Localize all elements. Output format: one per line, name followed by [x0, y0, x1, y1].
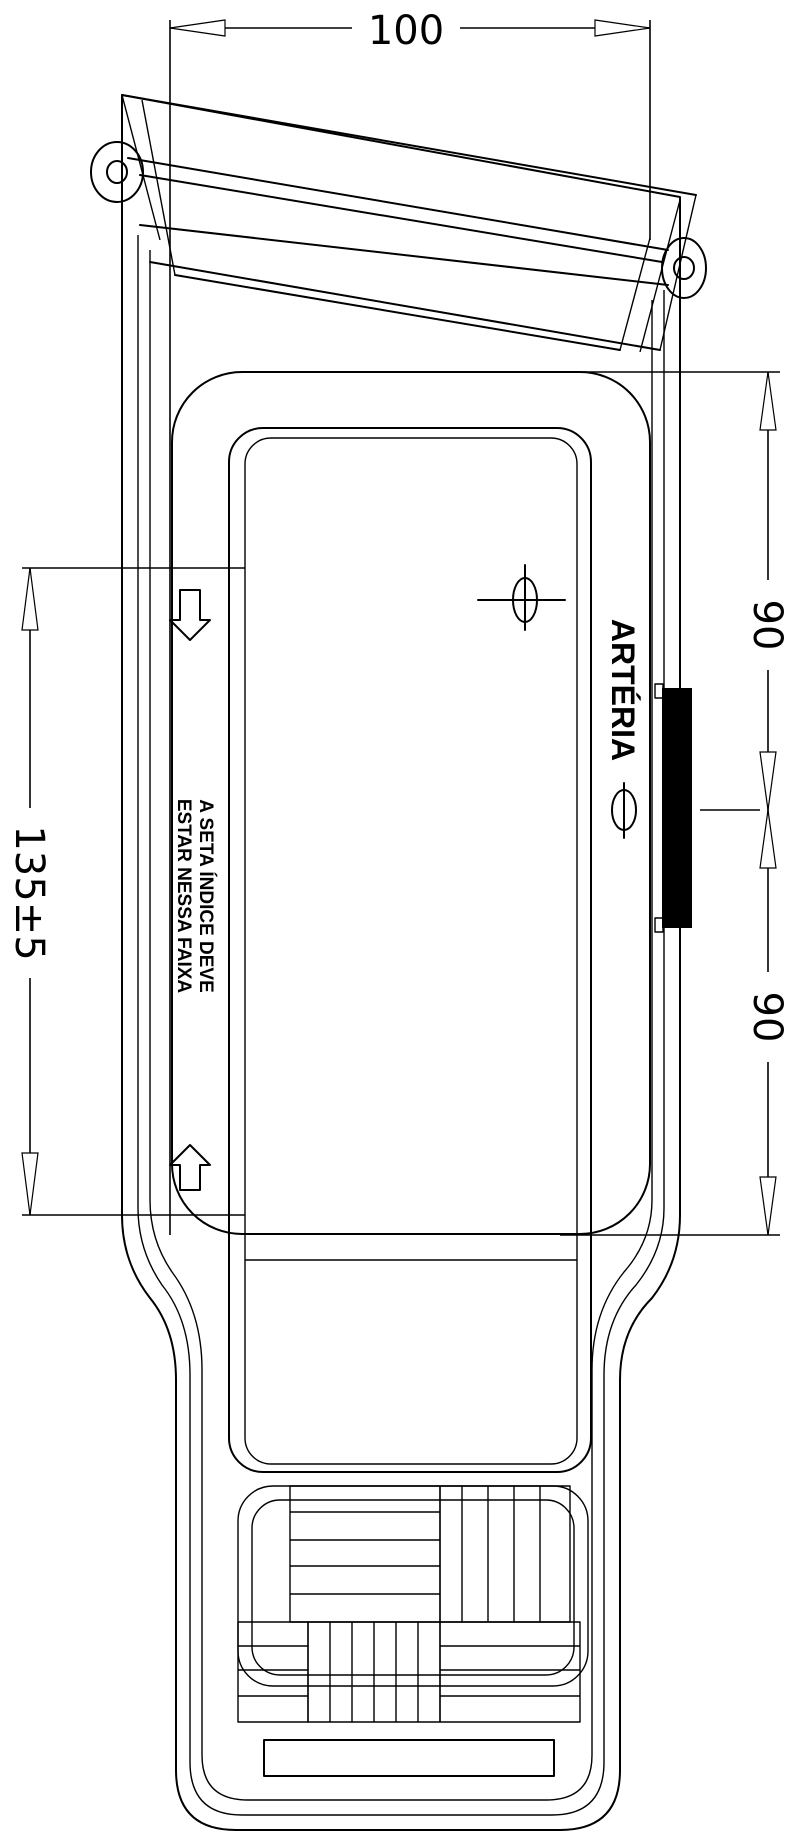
strap-line-3: [139, 174, 663, 263]
dimension-width-100: 100: [169, 8, 651, 1235]
inner-body-contour-2: [149, 250, 653, 1801]
artery-phi-symbol-icon: [611, 782, 637, 839]
strap-line-5: [149, 261, 661, 351]
artery-band-tab-bottom: [654, 917, 664, 933]
index-note-line-2: ESTAR NESSA FAIXA: [173, 799, 194, 994]
upper-90-dimension-value: 90: [744, 600, 790, 651]
connector-vertical-bars-lower: [307, 1621, 441, 1723]
strap-line-6: [174, 274, 621, 351]
right-strap-eyelet-inner: [673, 256, 695, 280]
arrowhead-right-icon: [594, 19, 651, 37]
artery-label: ARTÉRIA: [605, 619, 641, 761]
arrowhead-right-top-icon: [759, 371, 777, 431]
outer-body-contour: [121, 94, 681, 1831]
strap-edge-right-2: [639, 199, 681, 353]
strap-line-2: [127, 157, 669, 251]
arrowhead-right-mid-down-icon: [759, 809, 777, 869]
index-arrow-up-icon: [169, 1144, 211, 1191]
bottom-label-plate: [263, 1739, 555, 1777]
cuff-outline: [121, 94, 681, 1831]
index-note-group: A SETA ÍNDICE DEVE ESTAR NESSA FAIXA: [173, 799, 217, 994]
length-dimension-value: 135±5: [6, 825, 52, 960]
index-range-arrows: [169, 589, 211, 1191]
connector-horizontal-bars-upper: [289, 1485, 441, 1623]
strap-edge-right-3: [619, 237, 651, 351]
connector-vertical-bars-upper: [439, 1485, 571, 1623]
arrowhead-right-bottom-icon: [759, 1176, 777, 1236]
dimension-right-90-90: 90 90: [560, 371, 790, 1236]
connector-horizontal-bars-lower-right: [439, 1621, 581, 1723]
bladder-area: [171, 371, 651, 1473]
artery-band-tab-top: [654, 683, 664, 699]
connector-horizontal-bars-lower: [237, 1621, 309, 1723]
bladder-inner-rect-2: [244, 437, 578, 1465]
arrowhead-right-mid-up-icon: [759, 751, 777, 811]
width-dimension-value: 100: [368, 8, 444, 54]
tube-connector-pattern: [237, 1485, 589, 1723]
index-note-line-1: A SETA ÍNDICE DEVE: [195, 799, 217, 993]
strap-edge-left-1: [121, 94, 161, 241]
arrowhead-top-icon: [21, 567, 39, 631]
strap-line-1: [121, 94, 697, 196]
strap-line-4: [139, 224, 669, 286]
inner-body-contour: [137, 235, 665, 1816]
left-strap-eyelet-inner: [106, 160, 128, 184]
phi-symbol-icon: [477, 564, 566, 631]
arrowhead-left-icon: [169, 19, 226, 37]
strap-edge-right-1: [659, 194, 697, 351]
right-strap-eyelet-outer: [661, 237, 707, 299]
left-strap-eyelet-outer: [90, 141, 144, 203]
artery-markers: [477, 564, 760, 933]
bladder-inner-rect: [228, 427, 592, 1473]
dimension-length-135: 135±5: [6, 567, 245, 1216]
artery-index-band: [662, 688, 692, 928]
lower-90-dimension-value: 90: [744, 992, 790, 1043]
closure-strap: [90, 94, 707, 353]
artery-label-group: ARTÉRIA: [605, 619, 641, 761]
arrowhead-bottom-icon: [21, 1152, 39, 1216]
bladder-outer-rect: [171, 371, 651, 1235]
index-arrow-down-icon: [169, 589, 211, 641]
connector-inner-rect: [251, 1499, 575, 1676]
